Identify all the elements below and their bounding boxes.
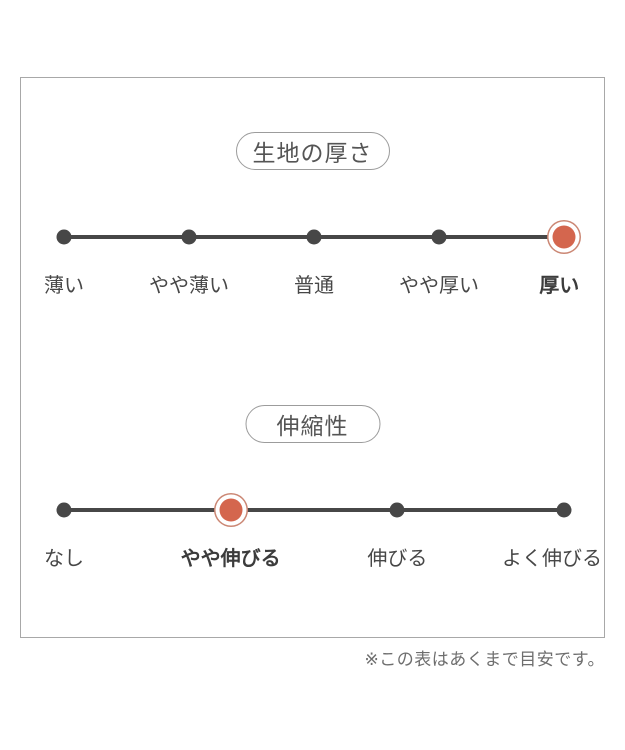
option-label: 伸びる — [367, 548, 428, 570]
scale-title: 伸縮性 — [276, 413, 349, 439]
scale-title: 生地の厚さ — [252, 140, 373, 166]
scale-dot — [56, 502, 72, 518]
option-label: よく伸びる — [502, 548, 602, 570]
footnote: ※この表はあくまで目安です。 — [364, 650, 605, 669]
selected-dot — [219, 498, 243, 522]
scale-track-line — [64, 508, 564, 512]
scale-dot — [389, 502, 405, 518]
scale-dot — [181, 229, 197, 245]
option-label: 普通 — [294, 275, 334, 297]
scale-labels: なし やや伸びる 伸びる よく伸びる — [44, 547, 602, 571]
scale-dot — [431, 229, 447, 245]
scale-title-pill: 伸縮性 — [245, 405, 380, 443]
option-label: やや伸びる — [180, 548, 281, 570]
scale-dot — [556, 502, 572, 518]
spec-panel: 生地の厚さ 薄い やや薄い 普通 やや厚い 厚い 伸縮性 なし やや伸びる 伸びる よく伸びる — [20, 77, 605, 638]
scale-title-pill: 生地の厚さ — [235, 132, 390, 170]
option-label: 薄い — [44, 275, 84, 297]
scale-dot — [306, 229, 322, 245]
scale-dot — [56, 229, 72, 245]
option-label: なし — [44, 548, 84, 570]
scale-fabric-thickness: 生地の厚さ 薄い やや薄い 普通 やや厚い 厚い — [21, 132, 604, 312]
scale-labels: 薄い やや薄い 普通 やや厚い 厚い — [44, 274, 579, 298]
option-label: やや薄い — [149, 275, 229, 297]
option-label: 厚い — [539, 275, 580, 297]
option-label: やや厚い — [399, 275, 479, 297]
scale-stretchability: 伸縮性 なし やや伸びる 伸びる よく伸びる — [21, 405, 604, 585]
selected-dot — [552, 225, 576, 249]
